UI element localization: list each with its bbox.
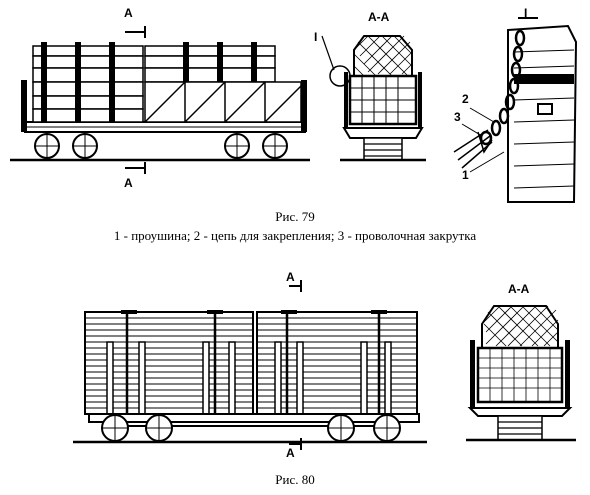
fig79-callout-2: 2 — [462, 92, 469, 106]
fig79-callout-1-detail: 1 — [462, 168, 469, 182]
fig79-section-top-label: А — [124, 6, 133, 20]
fig80-caption: Рис. 80 — [275, 472, 315, 487]
fig79-side-view — [10, 26, 310, 174]
fig79-caption: Рис. 79 — [275, 209, 315, 224]
fig80-section-view-label: А-А — [508, 282, 530, 296]
fig79-end-section — [321, 35, 426, 162]
fig79-section-bottom-label: А — [124, 176, 133, 190]
fig80-section-bottom-label: А — [286, 446, 295, 460]
fig79-detail-marker: I — [314, 30, 318, 44]
fig80-end-section — [466, 305, 576, 442]
fig79-legend: 1 - проушина; 2 - цепь для закрепления; … — [113, 228, 477, 243]
fig80-side-view — [73, 280, 427, 450]
fig79-detail-title: I — [524, 6, 528, 20]
fig79-section-view-label: А-А — [368, 10, 390, 24]
fig80-section-top-label: А — [286, 270, 295, 284]
fig79-detail-drawing — [453, 17, 578, 203]
fig79-callout-3: 3 — [454, 110, 461, 124]
